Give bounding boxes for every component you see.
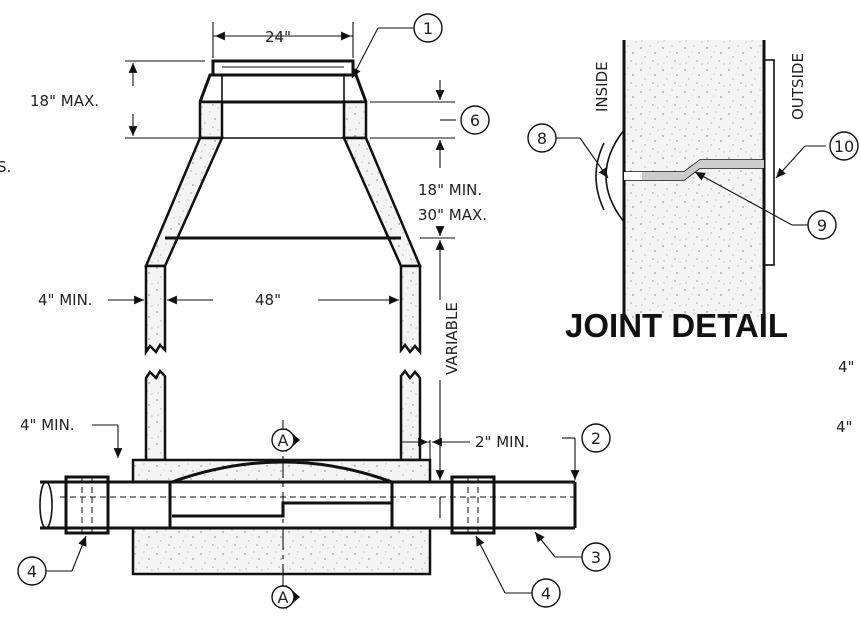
dim-cone-height: 18" MAX. <box>30 92 99 110</box>
callout-8: 8 <box>537 129 547 148</box>
callout-8-bubble <box>527 123 557 153</box>
dim-base-thickness: 4" MIN. <box>20 416 75 434</box>
callout-2-bubble <box>581 423 611 453</box>
dim-variable: VARIABLE <box>443 302 461 375</box>
clipped-text-left: S. <box>0 158 11 176</box>
dimension-text: 24" 18" MAX. 18" MIN. 30" MAX. 4" MIN. 4… <box>0 28 854 451</box>
joint-detail-title: JOINT DETAIL <box>565 307 788 344</box>
callout-9: 9 <box>817 216 827 235</box>
callout-4b: 4 <box>541 584 551 603</box>
callout-10: 10 <box>834 137 854 156</box>
callout-1: 1 <box>423 19 433 38</box>
clipped-text-right-1: 4" <box>838 358 854 376</box>
joint-inside-label: INSIDE <box>593 61 611 112</box>
dim-pipe-clearance: 2" MIN. <box>475 433 530 451</box>
callout-10-bubble <box>829 131 859 161</box>
dim-grade-max: 30" MAX. <box>418 206 487 224</box>
dim-barrel-diameter: 48" <box>255 291 281 309</box>
dim-top-opening: 24" <box>265 28 291 46</box>
callout-9-bubble <box>807 210 837 240</box>
callout-4b-bubble <box>531 578 561 608</box>
section-marker-top <box>271 428 295 452</box>
section-marker-bottom <box>271 585 295 609</box>
callout-4a: 4 <box>27 562 37 581</box>
callout-6: 6 <box>470 111 480 130</box>
callout-6-bubble <box>460 105 490 135</box>
clipped-text-right-2: 4" <box>836 418 852 436</box>
section-label-bottom: A <box>278 588 289 607</box>
callouts: 1 2 3 4 4 6 <box>17 13 611 608</box>
dim-wall-thickness: 4" MIN. <box>38 291 93 309</box>
dimension-lines <box>92 22 470 518</box>
manhole-elevation: A A <box>39 59 577 609</box>
callout-3: 3 <box>591 548 601 567</box>
joint-outside-label: OUTSIDE <box>789 53 807 120</box>
section-label-top: A <box>278 431 289 450</box>
callout-2: 2 <box>591 429 601 448</box>
joint-detail: INSIDE OUTSIDE JOINT DETAIL 8 9 10 <box>527 40 859 344</box>
callout-3-bubble <box>581 542 611 572</box>
dim-grade-min: 18" MIN. <box>418 181 482 199</box>
callout-4a-bubble <box>17 556 47 586</box>
callout-1-bubble <box>413 13 443 43</box>
